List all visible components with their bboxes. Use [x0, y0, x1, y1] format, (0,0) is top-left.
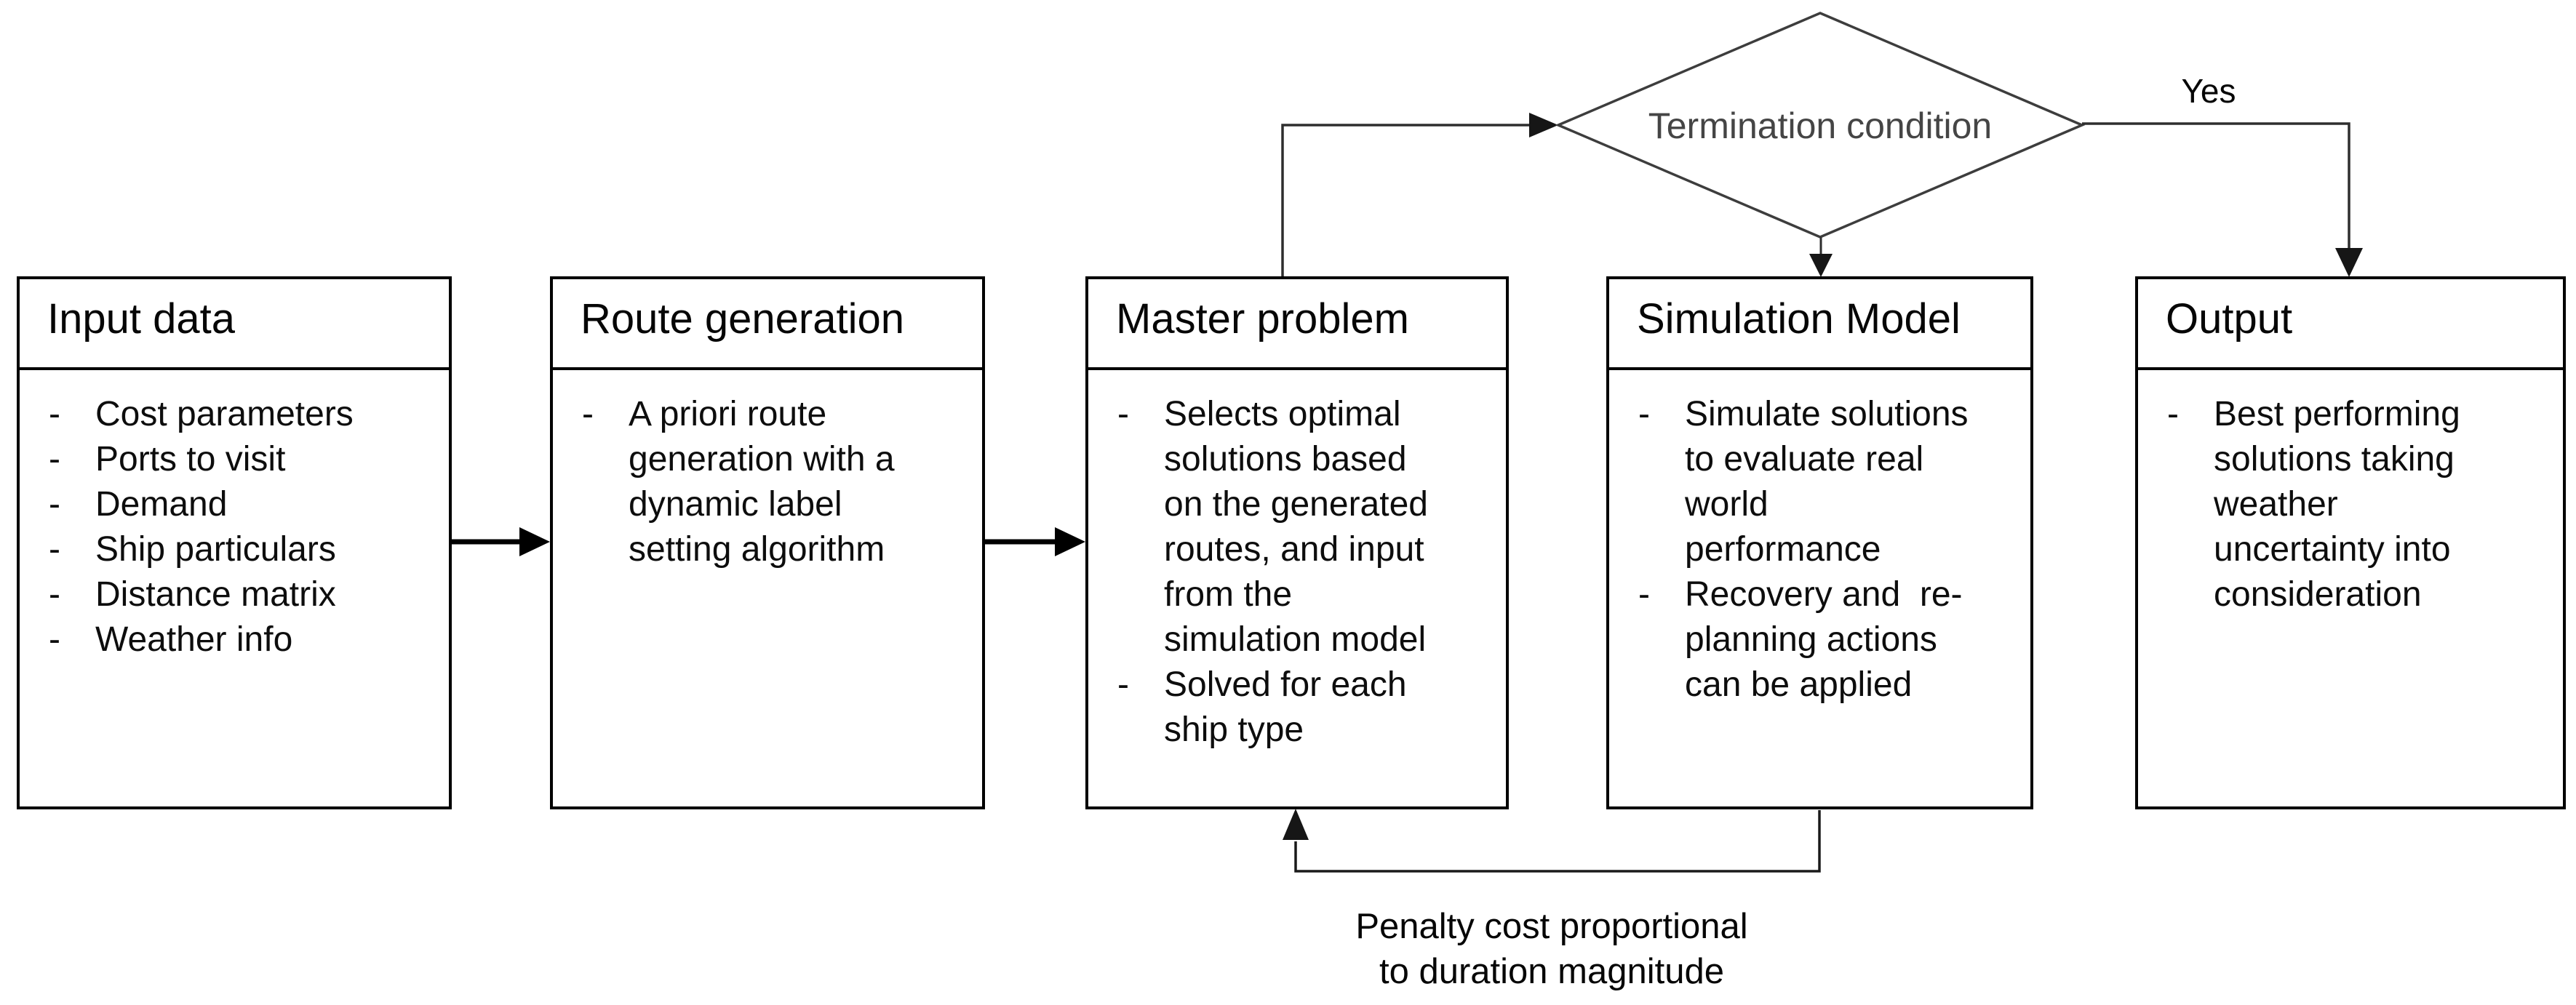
- bullet-dash: -: [582, 395, 594, 433]
- arrow-termination-yes-to-output: [2082, 122, 2350, 249]
- arrowhead-termination-to-simulation-icon: [1809, 254, 1833, 277]
- arrowhead-route-to-master-icon: [1055, 527, 1085, 556]
- bullet-text: generation with a: [629, 440, 895, 479]
- bullet-text: Selects optimal: [1164, 395, 1401, 433]
- bullet-dash: -: [49, 530, 60, 569]
- bullet-text: A priori route: [629, 395, 827, 433]
- box-title-input-data: Input data: [20, 279, 449, 370]
- arrow-simulation-feedback-to-master: [1294, 810, 1821, 873]
- bullet-text: Cost parameters: [95, 395, 354, 433]
- list-item: - Weather info: [49, 617, 439, 662]
- bullet-text: Weather info: [95, 620, 293, 659]
- bullet-text: Recovery and re-: [1685, 575, 1963, 614]
- box-body-master-problem: - Selects optimal solutions based on the…: [1088, 370, 1506, 753]
- arrow-master-to-termination: [1281, 124, 1531, 277]
- bullet-dash: -: [49, 440, 60, 479]
- bullet-text: Distance matrix: [95, 575, 336, 614]
- bullet-text: from the: [1164, 575, 1293, 614]
- termination-condition-label: Termination condition: [1648, 105, 1993, 146]
- bullet-text: can be applied: [1685, 665, 1913, 704]
- bullet-text: setting algorithm: [629, 530, 885, 569]
- bullet-text: weather: [2214, 485, 2338, 524]
- bullet-text: dynamic label: [629, 485, 842, 524]
- list-item: - Solved for each ship type: [1117, 662, 1496, 753]
- box-body-simulation-model: - Simulate solutions to evaluate real wo…: [1609, 370, 2030, 708]
- box-body-input-data: - Cost parameters - Ports to visit - Dem…: [20, 370, 449, 662]
- yes-branch-label: Yes: [2181, 72, 2236, 110]
- box-title-master-problem: Master problem: [1088, 279, 1506, 370]
- list-item: - Distance matrix: [49, 572, 439, 617]
- bullet-text: solutions based: [1164, 440, 1407, 479]
- bullet-dash: -: [49, 485, 60, 524]
- arrowhead-input-to-route-icon: [519, 527, 550, 556]
- box-title-output: Output: [2138, 279, 2563, 370]
- flow-box-simulation-model: Simulation Model - Simulate solutions to…: [1606, 276, 2033, 809]
- bullet-text: to evaluate real: [1685, 440, 1924, 479]
- bullet-text: consideration: [2214, 575, 2422, 614]
- bullet-text: on the generated: [1164, 485, 1428, 524]
- bullet-dash: -: [1117, 665, 1129, 704]
- flow-box-master-problem: Master problem - Selects optimal solutio…: [1085, 276, 1509, 809]
- list-item: - Demand: [49, 482, 439, 527]
- bullet-text: uncertainty into: [2214, 530, 2451, 569]
- list-item: - Simulate solutions to evaluate real wo…: [1638, 392, 2020, 572]
- box-title-simulation-model: Simulation Model: [1609, 279, 2030, 370]
- list-item: - Selects optimal solutions based on the…: [1117, 392, 1496, 662]
- list-item: - Best performing solutions taking weath…: [2167, 392, 2553, 617]
- penalty-feedback-line1: Penalty cost proportional: [1355, 907, 1748, 946]
- bullet-text: solutions taking: [2214, 440, 2455, 479]
- list-item: - Ports to visit: [49, 437, 439, 482]
- bullet-text: Ports to visit: [95, 440, 286, 479]
- bullet-text: simulation model: [1164, 620, 1427, 659]
- bullet-text: performance: [1685, 530, 1881, 569]
- bullet-text: Demand: [95, 485, 228, 524]
- list-item: - Ship particulars: [49, 527, 439, 572]
- bullet-text: planning actions: [1685, 620, 1937, 659]
- flow-box-output: Output - Best performing solutions takin…: [2135, 276, 2566, 809]
- bullet-text: ship type: [1164, 710, 1304, 749]
- flow-box-input-data: Input data - Cost parameters - Ports to …: [17, 276, 452, 809]
- penalty-feedback-line2: to duration magnitude: [1379, 952, 1724, 991]
- arrowhead-feedback-to-master-icon: [1283, 809, 1309, 840]
- bullet-text: world: [1685, 485, 1768, 524]
- bullet-dash: -: [49, 620, 60, 659]
- arrowhead-master-to-termination-icon: [1529, 113, 1558, 137]
- list-item: - Recovery and re- planning actions can …: [1638, 572, 2020, 708]
- bullet-text: Simulate solutions: [1685, 395, 1969, 433]
- flow-box-route-generation: Route generation - A priori route genera…: [550, 276, 985, 809]
- box-body-output: - Best performing solutions taking weath…: [2138, 370, 2563, 617]
- list-item: - A priori route generation with a dynam…: [582, 392, 972, 572]
- list-item: - Cost parameters: [49, 392, 439, 437]
- bullet-dash: -: [1638, 575, 1650, 614]
- bullet-dash: -: [49, 395, 60, 433]
- penalty-feedback-label: Penalty cost proportional to duration ma…: [1297, 904, 1806, 994]
- arrowhead-yes-to-output-icon: [2335, 248, 2363, 277]
- bullet-dash: -: [1638, 395, 1650, 433]
- box-title-route-generation: Route generation: [553, 279, 982, 370]
- bullet-text: routes, and input: [1164, 530, 1424, 569]
- bullet-text: Best performing: [2214, 395, 2460, 433]
- bullet-text: Solved for each: [1164, 665, 1407, 704]
- bullet-dash: -: [49, 575, 60, 614]
- bullet-text: Ship particulars: [95, 530, 336, 569]
- box-body-route-generation: - A priori route generation with a dynam…: [553, 370, 982, 572]
- bullet-dash: -: [1117, 395, 1129, 433]
- bullet-dash: -: [2167, 395, 2179, 433]
